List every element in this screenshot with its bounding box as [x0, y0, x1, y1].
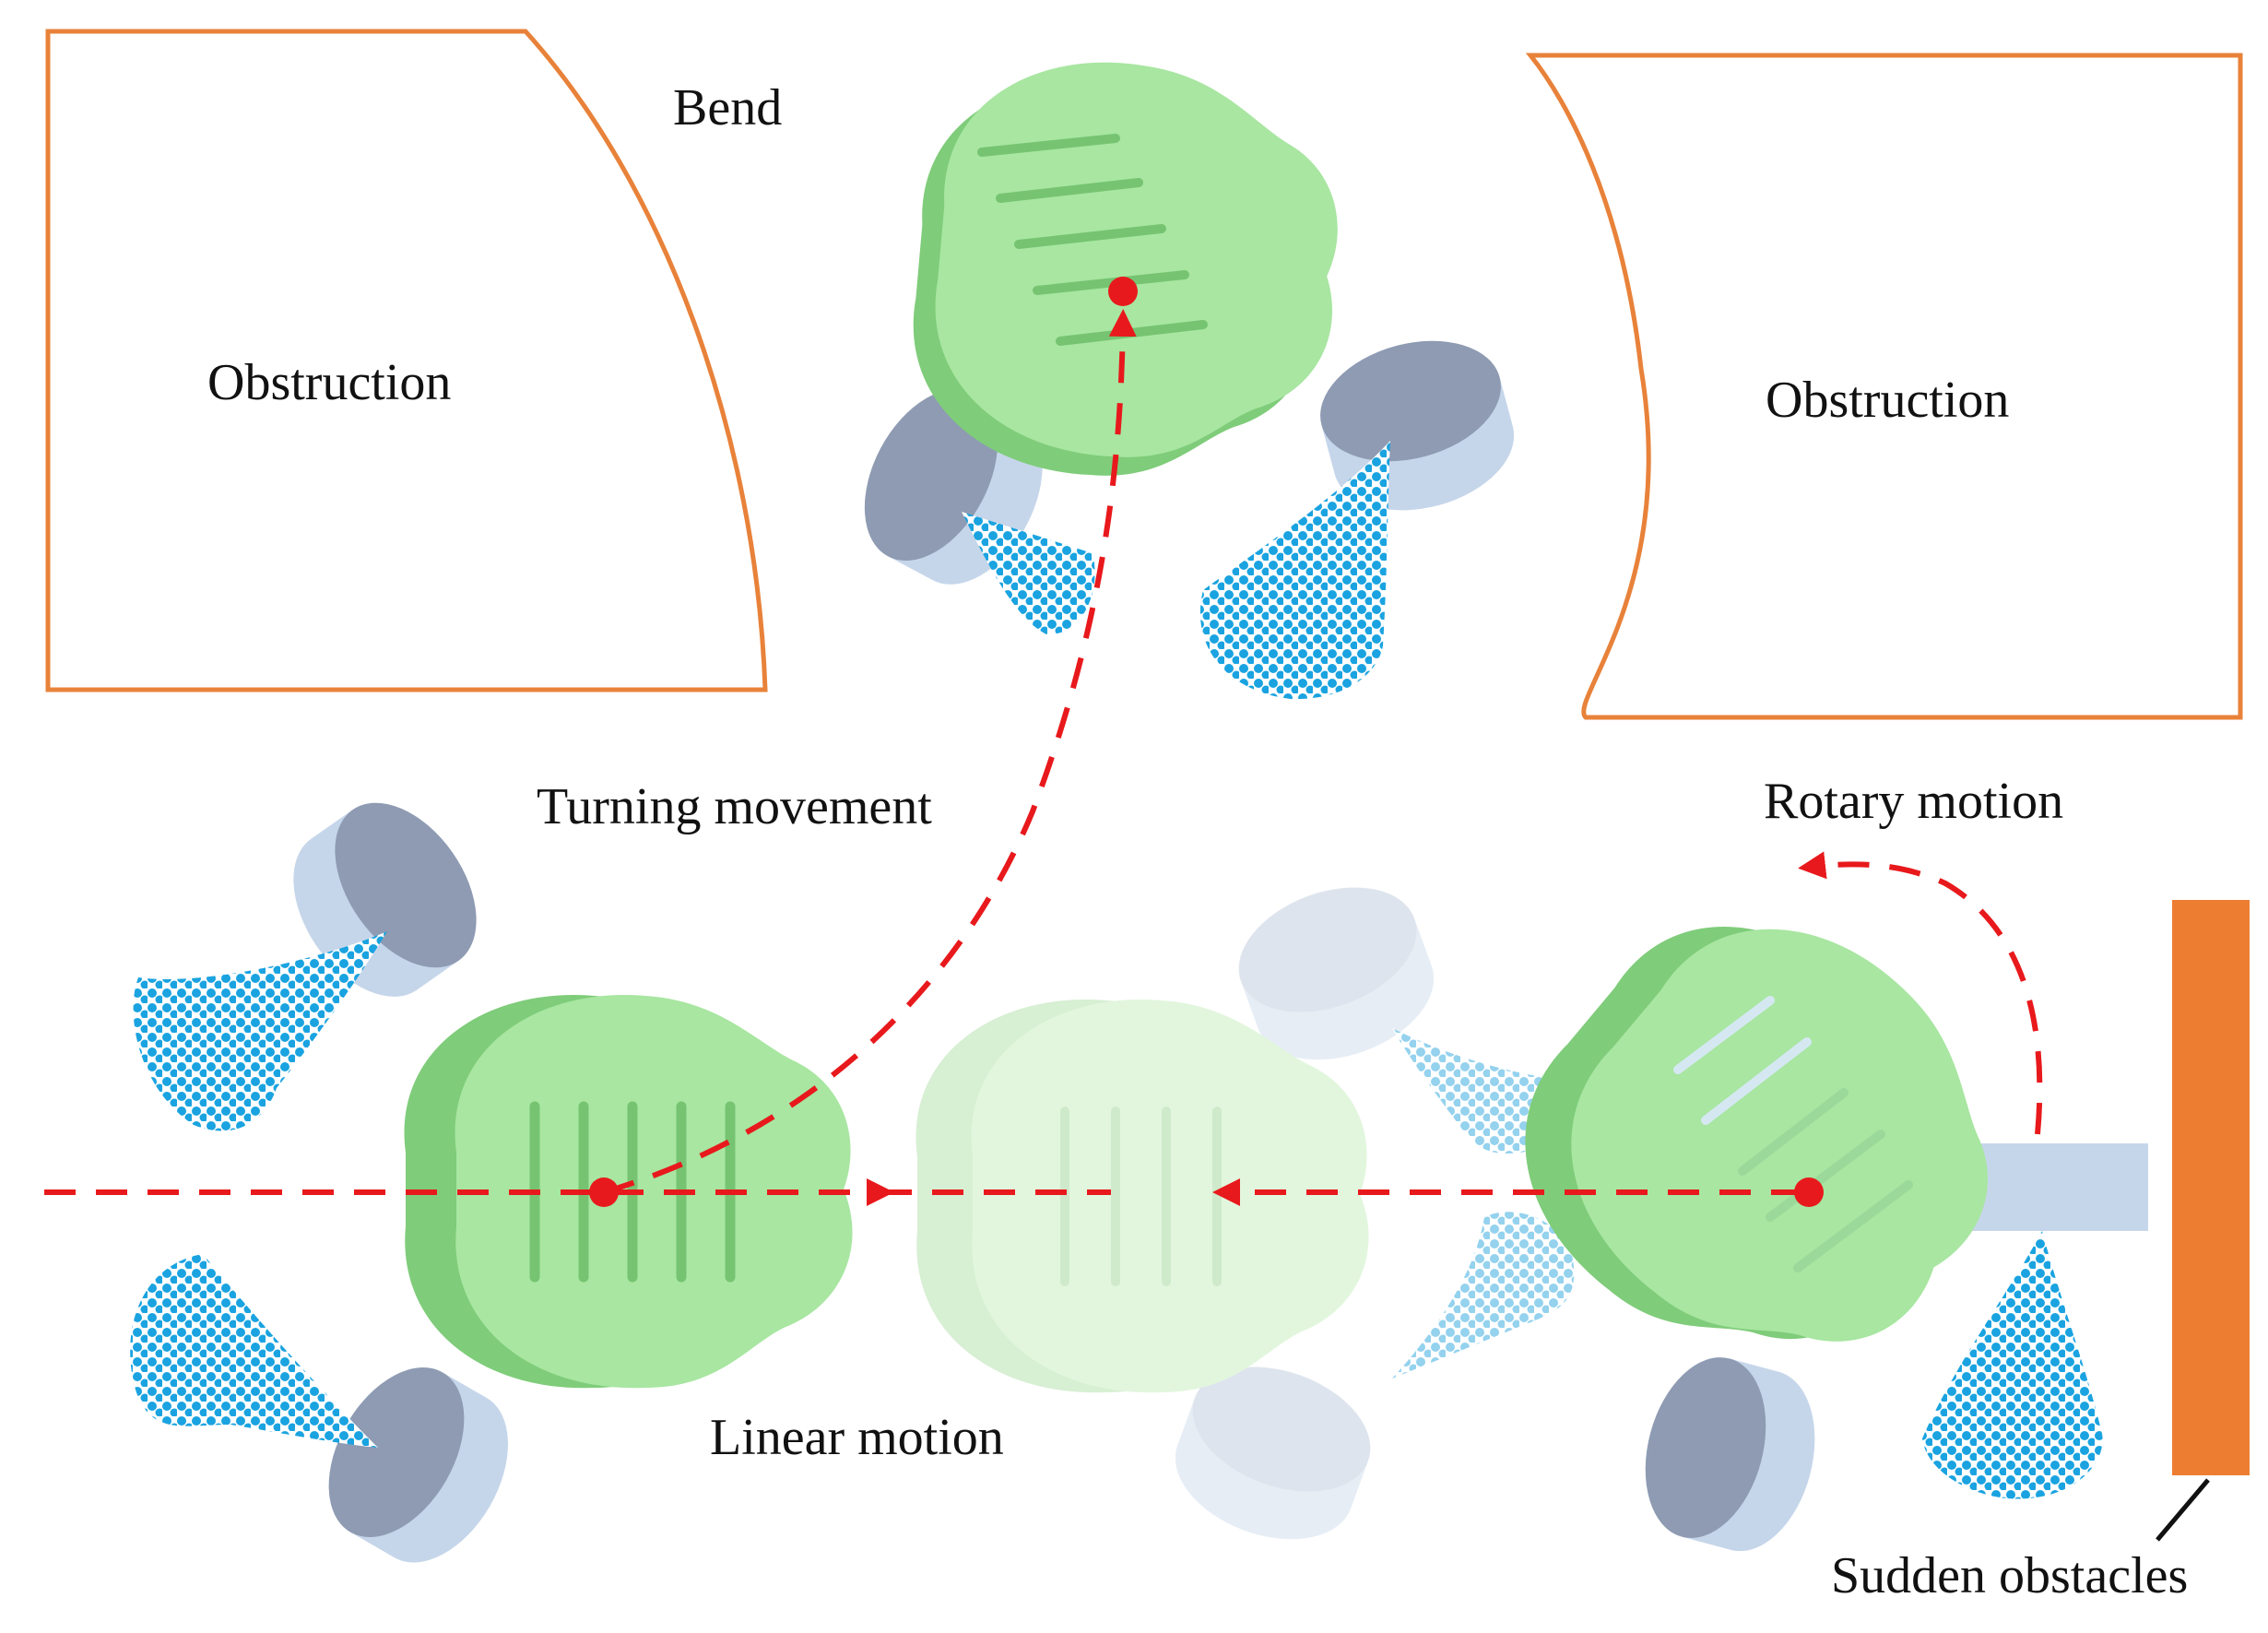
wheel-icon	[1955, 1143, 2148, 1231]
path-node	[1794, 1177, 1824, 1207]
obstruction-right-outline	[1525, 53, 2243, 720]
spray-cone-icon	[962, 512, 1095, 635]
sudden-obstacle-leader	[2156, 1478, 2210, 1542]
robot-slots	[1673, 996, 1913, 1272]
obstruction-left-label: Obstruction	[207, 354, 451, 411]
sudden-obstacles-label: Sudden obstacles	[1831, 1547, 2188, 1604]
robot-top	[837, 48, 1528, 700]
obstruction-right-label: Obstruction	[1766, 372, 2009, 429]
spray-cone-icon	[1392, 1028, 1560, 1154]
motion-paths	[44, 309, 2043, 1206]
robot-icon	[900, 48, 1353, 493]
path-node	[1108, 277, 1138, 306]
rotary-motion-label: Rotary motion	[1764, 773, 2063, 830]
obstruction-left-outline	[45, 29, 768, 692]
turning-path	[603, 309, 1137, 1195]
bend-label: Bend	[673, 79, 782, 136]
spray-cone-icon	[1199, 441, 1390, 700]
rotary-path	[1798, 851, 2043, 1135]
wheel-icon	[1626, 1343, 1834, 1565]
spray-cone-icon	[130, 1254, 378, 1448]
spray-cone-icon	[133, 931, 388, 1131]
spray-cone-icon	[1392, 1212, 1575, 1379]
robot-ghost	[915, 864, 1575, 1563]
robot-slots	[1060, 1106, 1222, 1286]
robot-icon	[915, 1000, 1369, 1393]
robot-right	[1462, 866, 2148, 1565]
wheel-icon	[301, 1343, 537, 1587]
path-node	[589, 1177, 619, 1207]
turning-movement-label: Turning movement	[537, 778, 932, 835]
sudden-obstacle-block	[2172, 900, 2250, 1475]
linear-motion-label: Linear motion	[710, 1409, 1004, 1466]
spray-cone-icon	[1922, 1231, 2103, 1499]
